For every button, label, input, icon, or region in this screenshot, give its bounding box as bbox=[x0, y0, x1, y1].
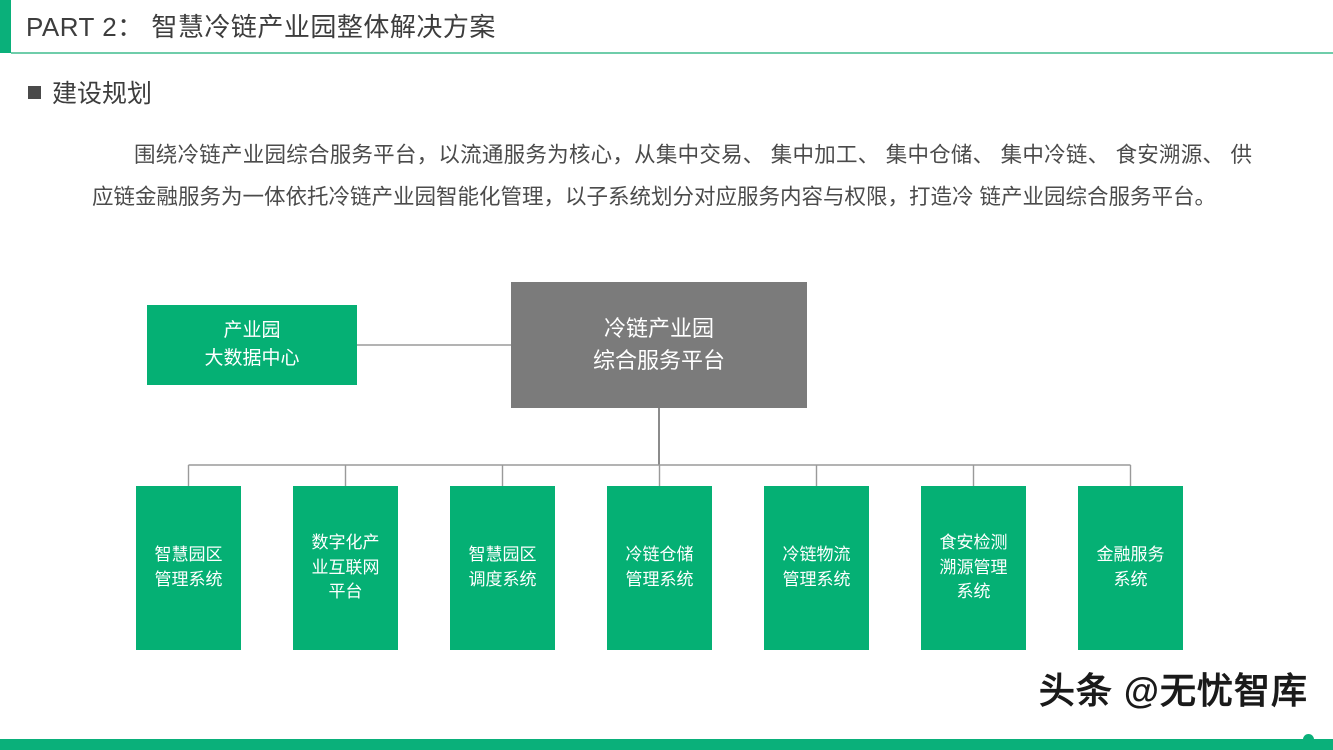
header-divider bbox=[11, 52, 1333, 54]
square-bullet-icon bbox=[28, 85, 41, 99]
node-label-line: 食安检测 bbox=[939, 533, 1008, 553]
diagram-node-big-data-center[interactable]: 产业园 大数据中心 bbox=[147, 305, 357, 385]
header-accent-bar bbox=[0, 0, 11, 53]
diagram-leaf-node-5[interactable]: 冷链物流 管理系统 bbox=[764, 486, 869, 650]
diagram-leaf-node-6[interactable]: 食安检测 溯源管理 系统 bbox=[921, 486, 1026, 650]
watermark-text: 头条 @无忧智库 bbox=[1038, 670, 1308, 711]
node-label-line: 溯源管理 bbox=[939, 557, 1008, 577]
node-label-line: 数字化产 bbox=[311, 533, 380, 553]
node-label-line: 调度系统 bbox=[468, 570, 537, 589]
node-label-line: 金融服务 bbox=[1096, 545, 1165, 565]
node-label-line: 冷链产业园 bbox=[603, 316, 714, 342]
node-label-line: 冷链物流 bbox=[782, 545, 851, 565]
node-label: 数字化产 业互联网 平台 bbox=[312, 531, 380, 605]
footer-accent-bar bbox=[0, 739, 1333, 750]
node-label-line: 业互联网 bbox=[311, 557, 380, 577]
diagram-node-service-platform[interactable]: 冷链产业园 综合服务平台 bbox=[511, 282, 807, 408]
node-label: 冷链物流 管理系统 bbox=[783, 543, 851, 592]
node-label-line: 管理系统 bbox=[625, 570, 694, 589]
node-label-line: 大数据中心 bbox=[204, 348, 300, 369]
node-label-line: 管理系统 bbox=[782, 570, 851, 589]
page-title: PART 2： 智慧冷链产业园整体解决方案 bbox=[26, 12, 496, 42]
node-label-line: 平台 bbox=[328, 582, 363, 602]
node-label: 冷链产业园 综合服务平台 bbox=[593, 313, 725, 377]
node-label-line: 系统 bbox=[1113, 570, 1148, 589]
node-label: 智慧园区 管理系统 bbox=[155, 543, 223, 592]
node-label: 冷链仓储 管理系统 bbox=[626, 543, 694, 592]
node-label-line: 管理系统 bbox=[154, 570, 223, 589]
diagram-leaf-node-2[interactable]: 数字化产 业互联网 平台 bbox=[293, 486, 398, 650]
diagram-leaf-node-3[interactable]: 智慧园区 调度系统 bbox=[450, 486, 555, 650]
node-label-line: 综合服务平台 bbox=[592, 348, 725, 373]
section-heading-label: 建设规划 bbox=[52, 80, 153, 108]
node-label-line: 产业园 bbox=[223, 320, 281, 342]
node-label: 食安检测 溯源管理 系统 bbox=[940, 531, 1008, 605]
node-label-line: 智慧园区 bbox=[468, 545, 537, 565]
body-paragraph: 围绕冷链产业园综合服务平台，以流通服务为核心，从集中交易、 集中加工、 集中仓储… bbox=[92, 143, 1252, 209]
diagram-leaf-node-4[interactable]: 冷链仓储 管理系统 bbox=[607, 486, 712, 650]
node-label: 金融服务 系统 bbox=[1097, 543, 1165, 592]
node-label-line: 智慧园区 bbox=[154, 545, 223, 565]
node-label-line: 系统 bbox=[956, 582, 991, 602]
diagram-leaf-node-7[interactable]: 金融服务 系统 bbox=[1078, 486, 1183, 650]
node-label: 智慧园区 调度系统 bbox=[469, 543, 537, 592]
node-label: 产业园 大数据中心 bbox=[204, 317, 299, 372]
node-label-line: 冷链仓储 bbox=[625, 545, 694, 565]
section-heading: 建设规划 bbox=[28, 74, 152, 110]
diagram-leaf-node-1[interactable]: 智慧园区 管理系统 bbox=[136, 486, 241, 650]
